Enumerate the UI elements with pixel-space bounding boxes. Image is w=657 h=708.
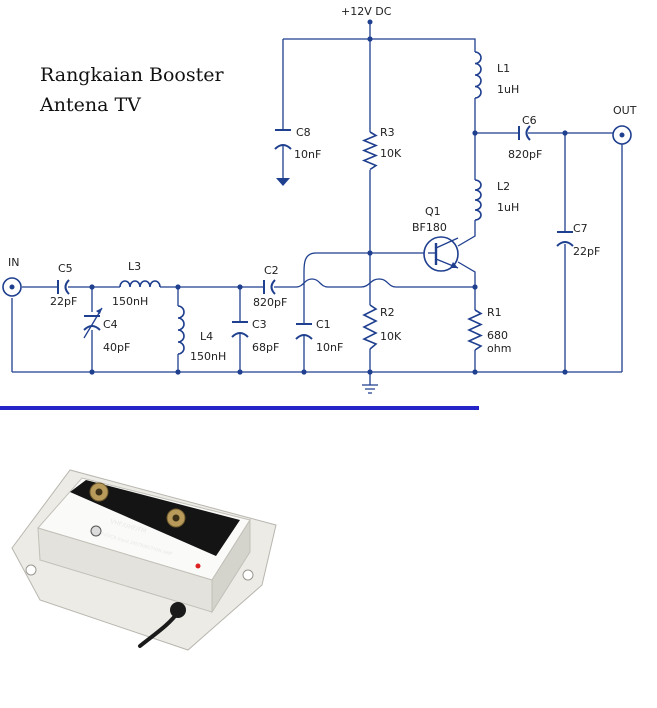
svg-text:C6: C6 [522,114,537,127]
svg-text:22pF: 22pF [573,245,600,258]
svg-text:10K: 10K [380,147,402,160]
capacitor-c5: C5 22pF [50,262,77,308]
svg-text:68pF: 68pF [252,341,279,354]
resistor-r2: R2 10K [362,304,402,350]
capacitor-c6: C6 820pF [508,114,542,161]
section-divider [0,406,479,410]
antenna-booster-photo: VHF/UHF/FM TV/VCR Input DISTRIBUTION AMP [11,469,277,651]
ground-symbol-c8 [276,178,290,186]
svg-text:820pF: 820pF [253,296,287,309]
capacitor-c2: C2 820pF [253,264,287,309]
svg-text:22pF: 22pF [50,295,77,308]
capacitor-c1: C1 10nF [295,318,343,354]
svg-text:L3: L3 [128,260,141,273]
inductor-l4: L4 150nH [177,305,226,363]
input-connector: IN [2,256,22,297]
svg-text:R2: R2 [380,306,395,319]
diagram-title-line-2: Antena TV [40,94,141,116]
svg-text:L1: L1 [497,62,510,75]
supply-terminal: +12V DC [341,5,392,25]
svg-text:40pF: 40pF [103,341,130,354]
svg-text:820pF: 820pF [508,148,542,161]
capacitor-c7: C7 22pF [556,222,600,258]
svg-text:BF180: BF180 [412,221,447,234]
capacitor-c8: C8 10nF [274,126,321,161]
svg-text:10K: 10K [380,330,402,343]
svg-text:1uH: 1uH [497,201,519,214]
svg-text:10nF: 10nF [316,341,343,354]
inductor-l3: L3 150nH [112,260,161,308]
svg-text:C5: C5 [58,262,73,275]
inductor-l2: L2 1uH [474,179,519,221]
capacitor-c4-variable: C4 40pF [83,307,130,354]
capacitor-c3: C3 68pF [231,318,279,354]
svg-text:C3: C3 [252,318,267,331]
input-label: IN [8,256,19,269]
output-label: OUT [613,104,637,117]
ground-symbol-main [362,384,378,394]
transistor-q1: Q1 BF180 [412,205,459,272]
output-connector: OUT [612,104,637,145]
svg-text:Q1: Q1 [425,205,441,218]
svg-text:L2: L2 [497,180,510,193]
svg-text:C8: C8 [296,126,311,139]
svg-text:1uH: 1uH [497,83,519,96]
svg-text:C1: C1 [316,318,331,331]
supply-label: +12V DC [341,5,392,18]
resistor-r1: R1 680 ohm [467,306,511,355]
svg-text:C7: C7 [573,222,588,235]
svg-text:R1: R1 [487,306,502,319]
wires [11,22,623,385]
diagram-title-line-1: Rangkaian Booster [40,64,224,86]
resistor-r3: R3 10K [361,126,402,171]
svg-text:10nF: 10nF [294,148,321,161]
svg-text:150nH: 150nH [190,350,226,363]
svg-text:ohm: ohm [487,342,511,355]
svg-text:150nH: 150nH [112,295,148,308]
svg-text:L4: L4 [200,330,213,343]
svg-text:C4: C4 [103,318,118,331]
svg-text:C2: C2 [264,264,279,277]
svg-text:680: 680 [487,329,508,342]
junction-dots [89,36,568,375]
svg-text:R3: R3 [380,126,395,139]
inductor-l1: L1 1uH [474,51,519,99]
